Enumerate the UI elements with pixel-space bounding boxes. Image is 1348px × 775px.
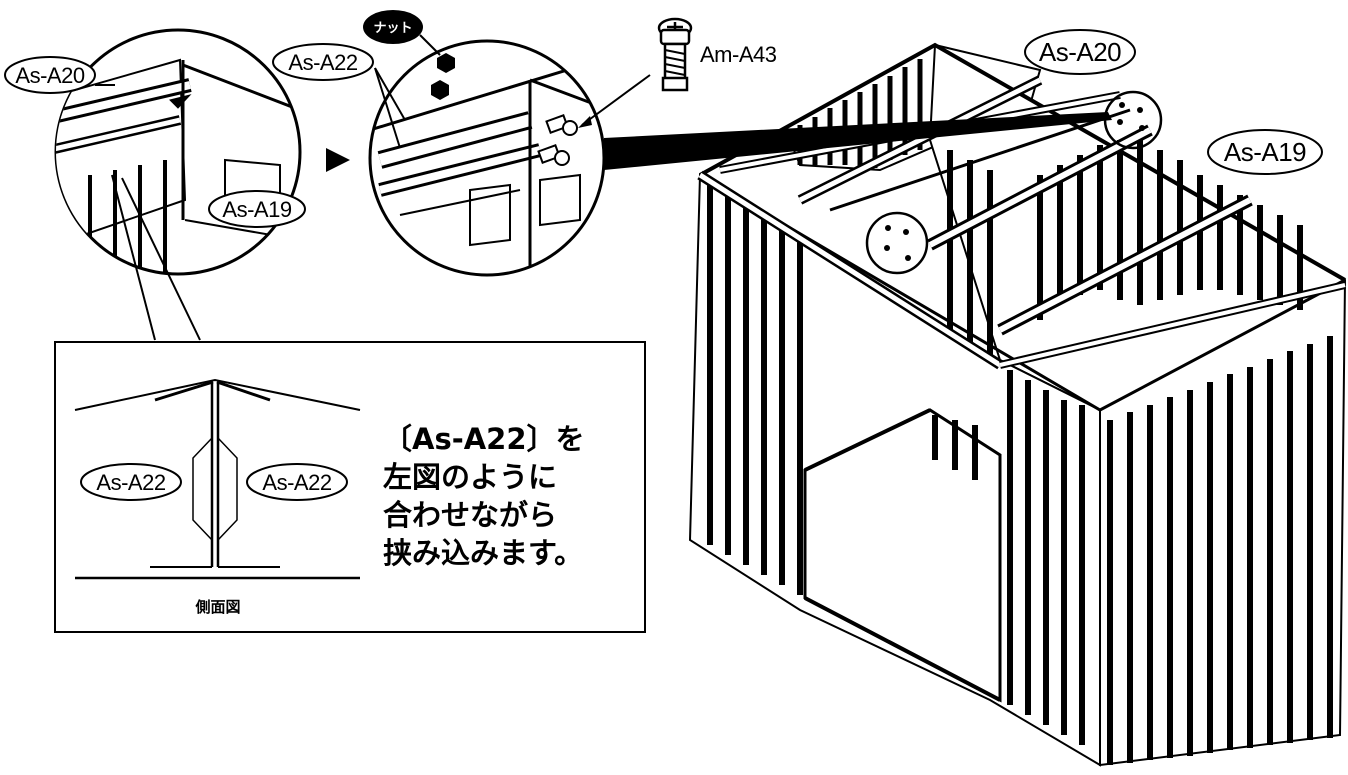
instruction-line-4: 挟み込みます。: [383, 536, 584, 570]
leader-lines: [95, 34, 651, 149]
side-view-box: As-A22 As-A22 側面図: [54, 341, 646, 633]
svg-text:As-A22: As-A22: [262, 470, 331, 495]
side-part-label-right: As-A22: [246, 463, 348, 501]
shed-drawing: [688, 42, 1347, 767]
svg-text:As-A19: As-A19: [1224, 137, 1306, 167]
detail-circle-right: [368, 39, 606, 277]
callout-lines: [111, 174, 201, 341]
svg-text:As-A19: As-A19: [222, 197, 291, 222]
side-view-caption: 側面図: [194, 598, 240, 616]
part-label-a19-right: As-A19: [1207, 129, 1323, 175]
shed-detail-circle-middle: [865, 211, 929, 275]
part-label-a20-right: As-A20: [1024, 29, 1136, 75]
screw-icon: [657, 17, 693, 92]
instruction-line-2: 左図のように: [383, 460, 558, 494]
nut-badge: ナット: [363, 10, 423, 44]
next-step-arrow: [326, 148, 350, 172]
instruction-line-1: 〔As-A22〕を: [383, 422, 585, 456]
svg-text:As-A22: As-A22: [288, 50, 357, 75]
instruction-text: 〔As-A22〕を 左図のように 合わせながら 挟み込みます。: [383, 420, 633, 572]
front-wall-ribs: [707, 185, 1085, 745]
part-label-a20-left: As-A20: [4, 56, 96, 94]
side-part-label-left: As-A22: [80, 463, 182, 501]
svg-text:ナット: ナット: [373, 21, 412, 36]
svg-text:As-A20: As-A20: [15, 63, 84, 88]
part-label-a22-top: As-A22: [272, 43, 374, 81]
svg-text:As-A22: As-A22: [96, 470, 165, 495]
screw-label: Am-A43: [700, 42, 777, 67]
svg-text:As-A20: As-A20: [1039, 37, 1121, 67]
instruction-line-3: 合わせながら: [383, 498, 558, 532]
part-label-a19-left: As-A19: [208, 190, 306, 228]
zoom-connector: [604, 112, 1112, 170]
right-wall-ribs: [1107, 336, 1333, 765]
